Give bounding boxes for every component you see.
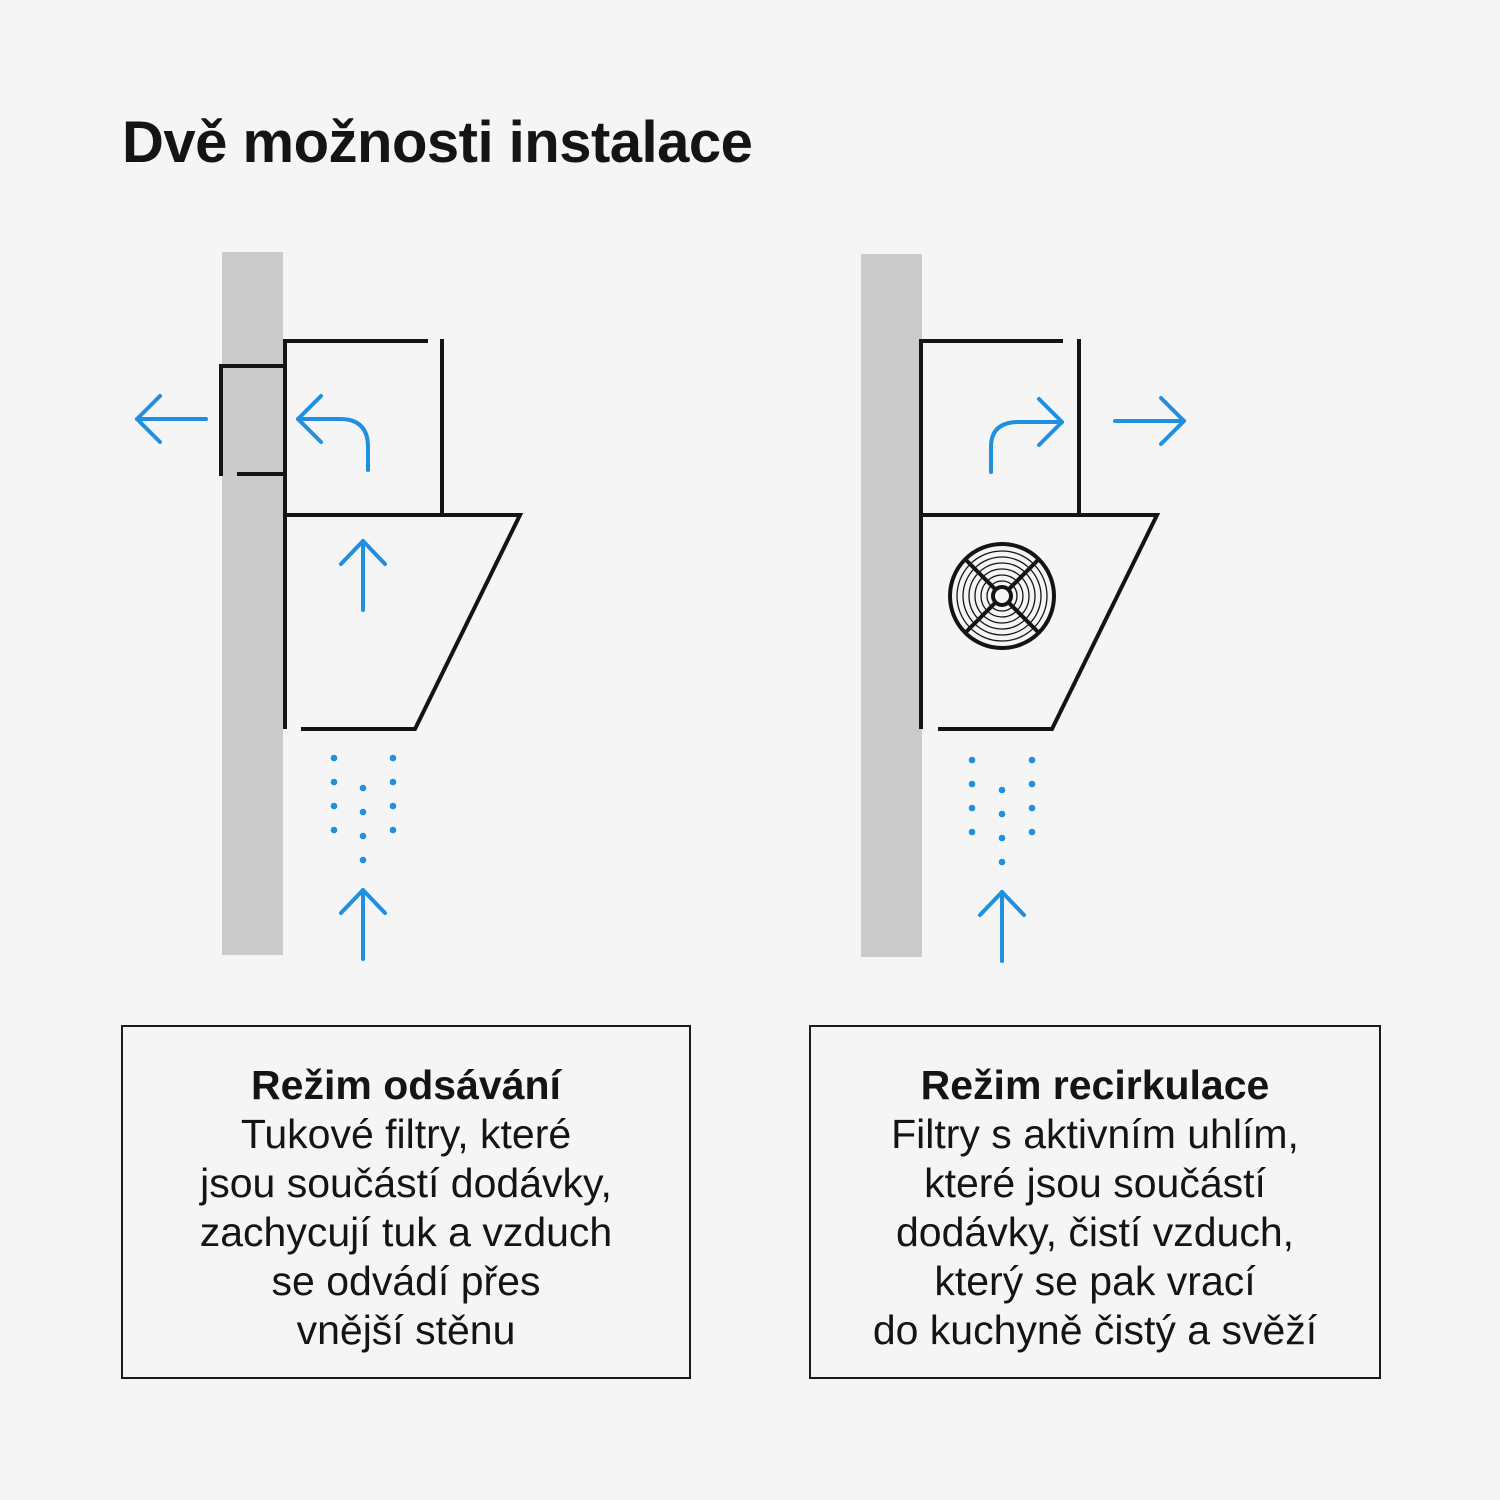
hood-left	[283, 513, 524, 731]
arrow-up-icon	[339, 888, 387, 961]
chimney-left	[283, 339, 444, 513]
mode-description-line: se odvádí přes	[271, 1258, 541, 1304]
mode-description-line: dodávky, čistí vzduch,	[895, 1209, 1295, 1255]
mode-title: Režim odsávání	[251, 1062, 561, 1108]
arrow-left-icon	[135, 394, 208, 444]
mode-description-line: do kuchyně čistý a svěží	[872, 1307, 1318, 1353]
curved-arrow-icon	[296, 394, 370, 472]
arrow-up-icon	[978, 890, 1026, 963]
mode-description-line: zachycují tuk a vzduch	[199, 1209, 613, 1255]
page-title: Dvě možnosti instalace	[122, 110, 753, 175]
air-dots-icon	[330, 754, 397, 864]
chimney-right	[919, 339, 1081, 513]
mode-description-line: Filtry s aktivním uhlím,	[891, 1111, 1299, 1157]
mode-description-line: které jsou součástí	[924, 1160, 1266, 1206]
air-dots-icon	[968, 756, 1036, 866]
mode-title: Režim recirkulace	[920, 1062, 1270, 1108]
fan-icon	[948, 542, 1056, 650]
arrow-right-icon	[1113, 396, 1186, 446]
hood-right	[919, 513, 1161, 731]
wall-left	[222, 252, 283, 955]
mode-description-line: který se pak vrací	[934, 1258, 1256, 1304]
arrow-up-icon	[339, 539, 387, 612]
recirculation-diagram	[861, 254, 1186, 963]
installation-diagram	[135, 252, 1186, 963]
extraction-mode-box: Režim odsávání Tukové filtry, které jsou…	[121, 1025, 691, 1379]
mode-description-line: Tukové filtry, které	[240, 1111, 572, 1157]
duct-left	[219, 364, 285, 476]
mode-description-line: jsou součástí dodávky,	[200, 1160, 612, 1206]
wall-right	[861, 254, 922, 957]
mode-description-line: vnější stěnu	[296, 1307, 516, 1353]
extraction-diagram	[135, 252, 524, 961]
recirculation-mode-box: Režim recirkulace Filtry s aktivním uhlí…	[809, 1025, 1381, 1379]
curved-arrow-icon	[989, 397, 1064, 474]
